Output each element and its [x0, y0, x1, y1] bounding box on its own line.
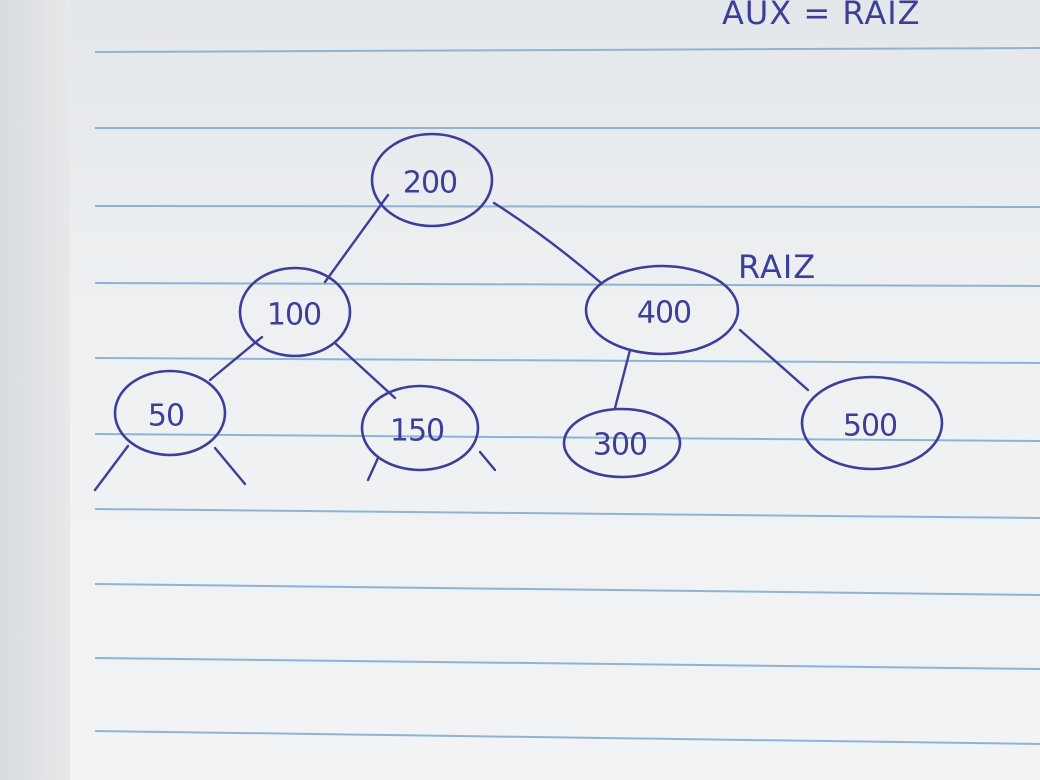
edge-400-500 [738, 328, 810, 392]
ruled-line [94, 205, 1040, 208]
tree-node: 200 [370, 132, 494, 228]
leaf-stubs [93, 444, 497, 492]
ruled-line [94, 508, 1040, 519]
ruled-line [94, 282, 1040, 287]
node-outline [584, 264, 740, 356]
node-outline [360, 384, 480, 472]
stub-50-left [93, 444, 130, 492]
tree-node: 300 [562, 407, 682, 479]
paper-margin [0, 0, 70, 780]
tree-node: 500 [800, 375, 944, 471]
note-raiz: RAIZ [738, 248, 816, 286]
node-label: 50 [148, 399, 184, 434]
edge-100-50 [208, 335, 264, 382]
node-label: 100 [267, 298, 321, 333]
stub-150-left [366, 456, 380, 482]
node-label: 200 [403, 166, 457, 201]
node-outline [238, 266, 352, 358]
ruled-lines [94, 47, 1040, 745]
stub-50-right [213, 446, 247, 486]
tree-node: 100 [238, 266, 352, 358]
node-outline [800, 375, 944, 471]
ruled-line [94, 47, 1040, 53]
tree-node: 50 [113, 369, 227, 457]
tree-edges [208, 193, 810, 410]
note-aux-equals-raiz: AUX = RAIZ [722, 0, 921, 32]
node-outline [113, 369, 227, 457]
edge-200-100 [323, 193, 390, 284]
tree-node: 400 [584, 264, 740, 356]
ruled-line [94, 357, 1040, 364]
edge-100-150 [334, 342, 397, 400]
tree-node: 150 [360, 384, 480, 472]
ruled-line [94, 657, 1040, 670]
node-outline [370, 132, 494, 228]
tree-nodes: 200 100 400 50 150 300 500 [113, 132, 944, 479]
ruled-line [94, 730, 1040, 745]
stub-150-right [478, 450, 497, 472]
node-label: 500 [843, 409, 897, 444]
edge-400-300 [613, 348, 632, 410]
ruled-line [94, 583, 1040, 596]
edge-200-400 [492, 201, 602, 284]
ruled-line [94, 433, 1040, 442]
node-label: 400 [637, 296, 691, 331]
node-label: 300 [593, 428, 647, 463]
node-label: 150 [390, 414, 444, 449]
node-outline [562, 407, 682, 479]
